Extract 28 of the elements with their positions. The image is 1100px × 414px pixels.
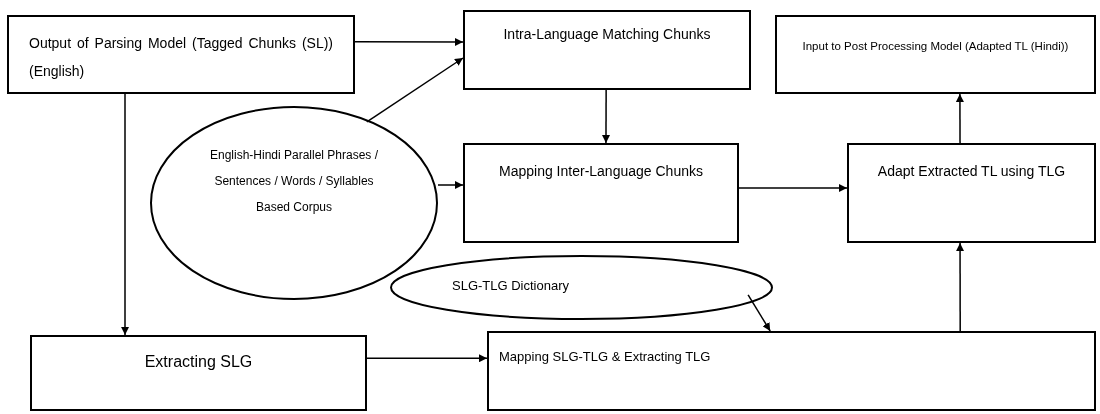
arrow bbox=[602, 89, 610, 144]
arrow bbox=[955, 93, 964, 144]
node-label: Mapping SLG-TLG & Extracting TLG bbox=[499, 348, 712, 366]
node-label: English-Hindi Parallel Phrases / Sentences / Words / Syllables Based Corpus bbox=[208, 147, 380, 216]
arrow bbox=[366, 57, 464, 123]
arrow bbox=[956, 242, 965, 332]
process-box bbox=[7, 15, 355, 94]
dictionary-ellipse bbox=[390, 255, 773, 320]
node-label: SLG-TLG Dictionary bbox=[452, 277, 571, 295]
process-box bbox=[30, 335, 367, 411]
arrow bbox=[354, 38, 464, 46]
node-label: Output of Parsing Model (Tagged Chunks (SL)) (English) bbox=[29, 34, 333, 81]
node-label: Intra-Language Matching Chunks bbox=[502, 25, 712, 44]
arrow bbox=[437, 181, 464, 189]
process-box bbox=[463, 10, 751, 90]
process-box bbox=[463, 143, 739, 243]
arrow bbox=[738, 184, 848, 192]
node-label: Extracting SLG bbox=[143, 352, 254, 372]
node-label: Mapping Inter-Language Chunks bbox=[498, 162, 704, 181]
arrow bbox=[366, 354, 488, 363]
arrow bbox=[121, 93, 130, 336]
node-label: Input to Post Processing Model (Adapted TL (Hindi)) bbox=[801, 39, 1070, 54]
output-box bbox=[775, 15, 1096, 94]
process-box bbox=[847, 143, 1096, 243]
arrow bbox=[747, 294, 771, 332]
process-box bbox=[487, 331, 1096, 411]
node-label: Adapt Extracted TL using TLG bbox=[876, 162, 1067, 181]
corpus-ellipse bbox=[150, 106, 438, 300]
